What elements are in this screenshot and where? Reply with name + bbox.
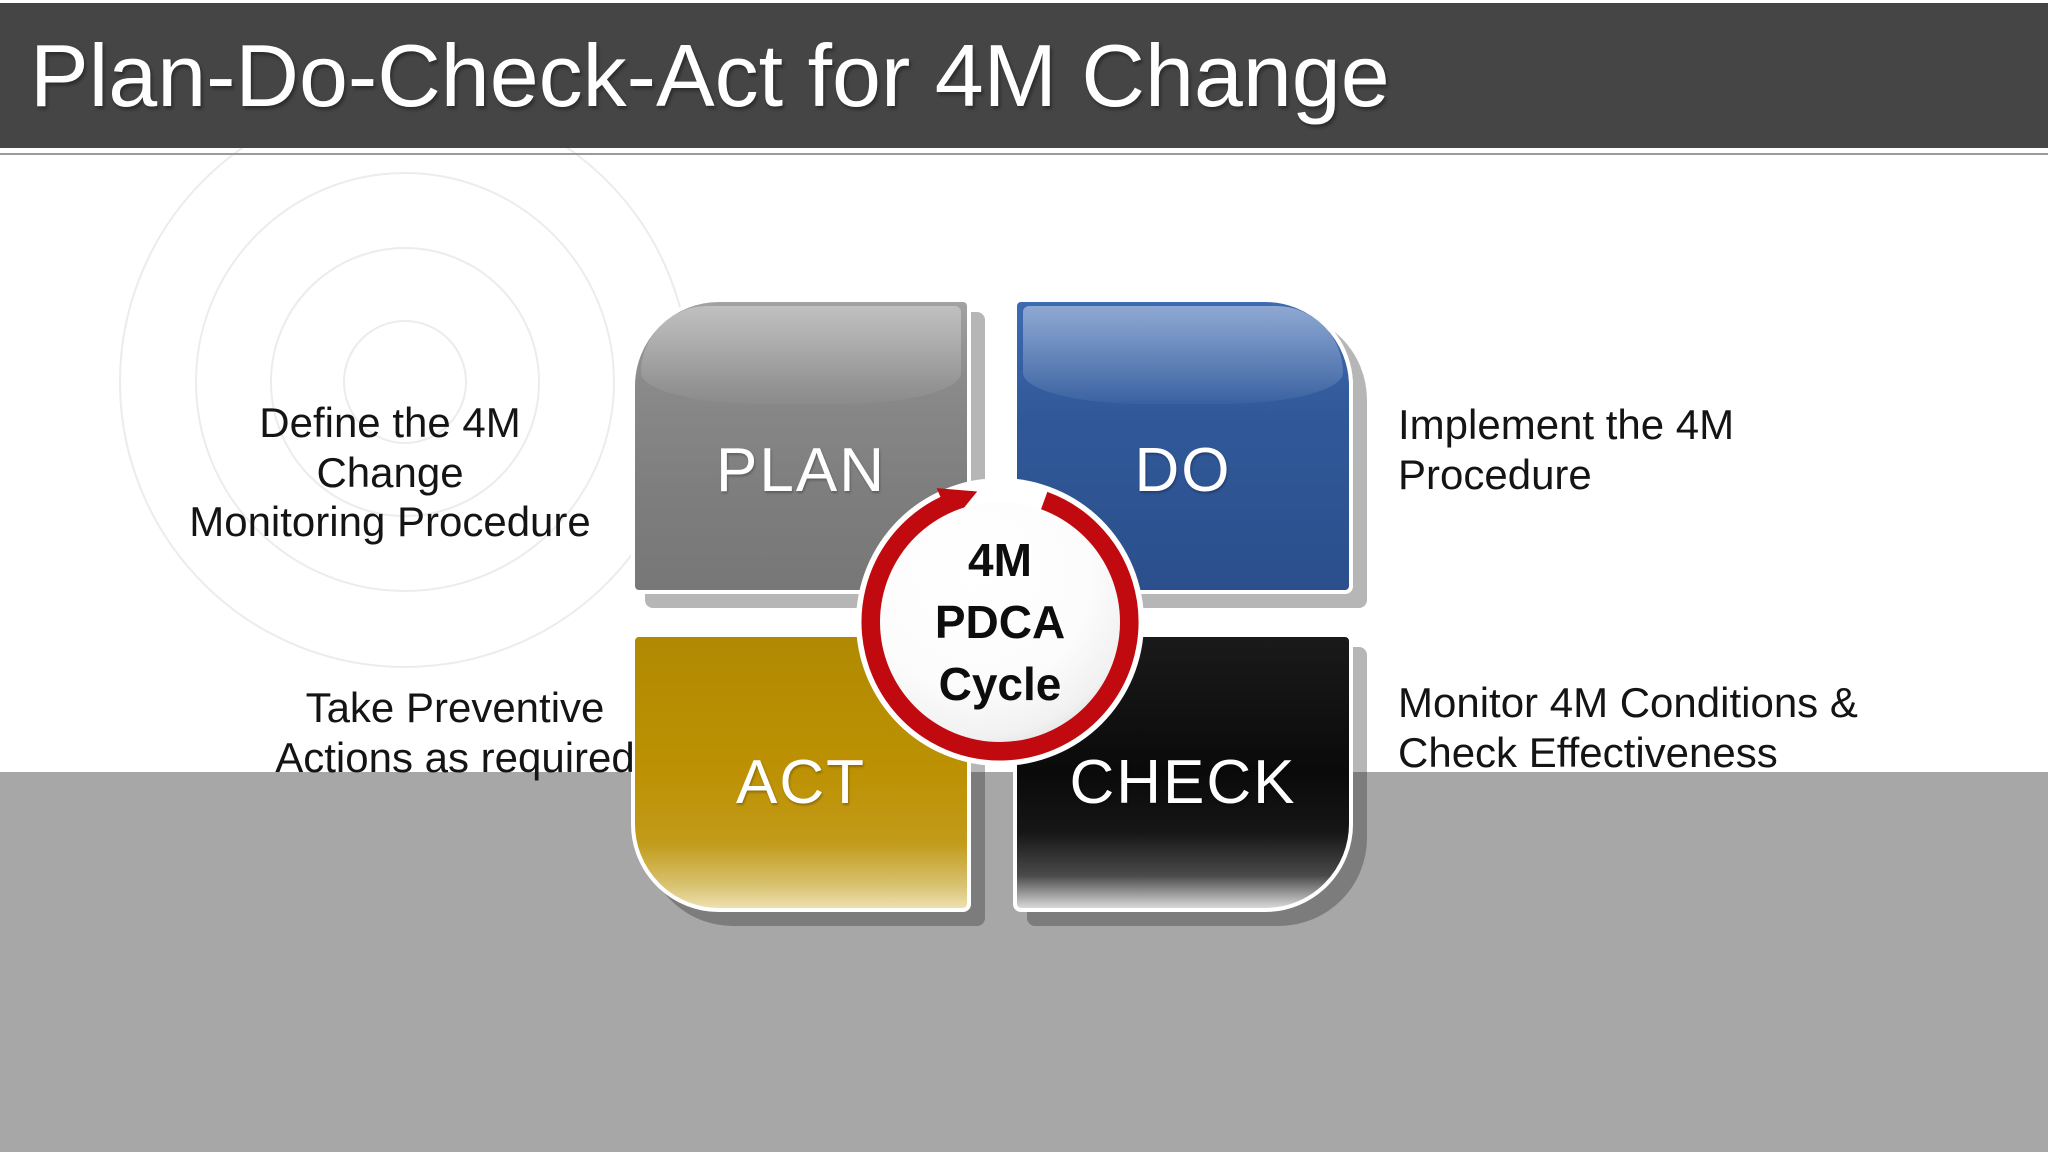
annotation-do: Implement the 4M Procedure <box>1398 400 1734 499</box>
act-label: ACT <box>736 748 866 817</box>
do-label: DO <box>1134 435 1232 505</box>
annotation-act-line: Take Preventive <box>305 684 605 731</box>
cycle-arrow-icon <box>856 478 1144 766</box>
pdca-cycle-line: PDCA <box>934 596 1066 648</box>
title-bar: Plan-Do-Check-Act for 4M Change <box>0 3 2048 148</box>
annotation-plan: Define the 4M Change Monitoring Procedur… <box>185 398 595 547</box>
quadrant-check: CHECK <box>1013 633 1353 912</box>
pdca-cycle-line: Cycle <box>938 658 1062 710</box>
plan-label: PLAN <box>716 435 886 505</box>
annotation-plan-line: Define the 4M Change <box>259 399 521 496</box>
annotation-do-line: Implement the 4M <box>1398 401 1735 448</box>
annotation-act-line: Actions as required <box>275 733 635 781</box>
annotation-check-line: Monitor 4M Conditions & <box>1398 679 1858 726</box>
page-title: Plan-Do-Check-Act for 4M Change <box>30 25 1390 125</box>
annotation-check: Monitor 4M Conditions & Check Effectiven… <box>1398 678 1858 777</box>
annotation-check-line: Check Effectiveness <box>1398 728 1778 776</box>
title-bar-underline <box>0 153 2048 155</box>
concentric-circles-decoration <box>119 96 691 668</box>
check-label: CHECK <box>1069 748 1297 817</box>
pdca-cycle-line: 4M <box>968 534 1032 586</box>
annotation-plan-line: Monitoring Procedure <box>189 498 591 546</box>
annotation-do-line: Procedure <box>1398 450 1592 498</box>
annotation-act: Take Preventive Actions as required <box>250 683 660 782</box>
pdca-cycle-badge: 4M PDCA Cycle <box>850 472 1150 772</box>
pdca-cycle-text: 4M PDCA Cycle <box>850 472 1150 772</box>
